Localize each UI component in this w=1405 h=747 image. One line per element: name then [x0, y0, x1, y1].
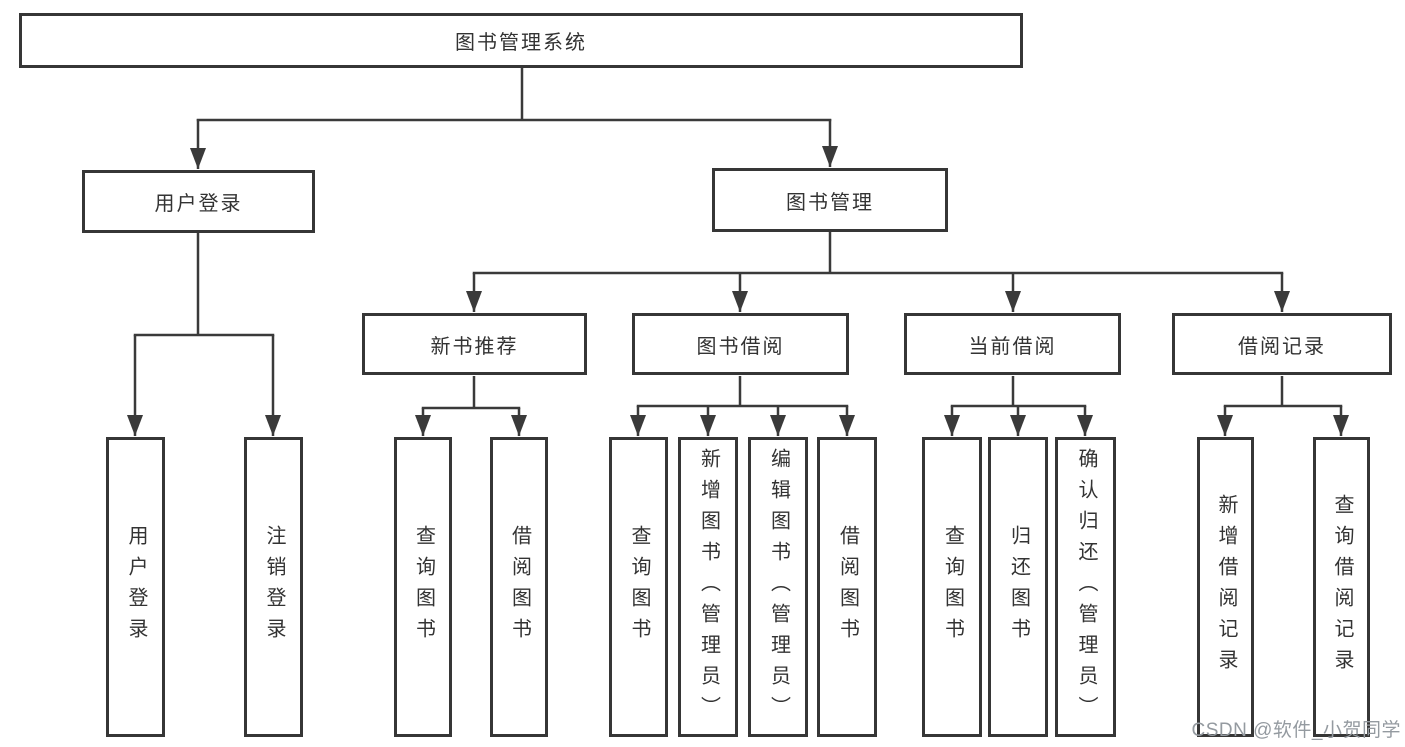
node-book-borrowing: 图书借阅	[632, 313, 849, 375]
node-book-management: 图书管理	[712, 168, 948, 232]
leaf-add-borrow-record: 新增借阅记录	[1197, 437, 1254, 737]
leaf-borrow-books-recommend: 借阅图书	[490, 437, 548, 737]
leaf-borrow-books: 借阅图书	[817, 437, 877, 737]
leaf-confirm-return-admin: 确认归还（管理员）	[1055, 437, 1116, 737]
leaf-edit-book-admin: 编辑图书（管理员）	[748, 437, 808, 737]
leaf-query-borrow-record: 查询借阅记录	[1313, 437, 1370, 737]
leaf-query-books-current: 查询图书	[922, 437, 982, 737]
node-current-borrowing: 当前借阅	[904, 313, 1121, 375]
leaf-user-login: 用户登录	[106, 437, 165, 737]
leaf-logout: 注销登录	[244, 437, 303, 737]
csdn-watermark: CSDN @软件_小贺同学	[1191, 720, 1401, 741]
node-new-book-recommendation: 新书推荐	[362, 313, 587, 375]
node-library-management-system: 图书管理系统	[19, 13, 1023, 68]
leaf-return-book: 归还图书	[988, 437, 1048, 737]
leaf-query-books-borrow: 查询图书	[609, 437, 668, 737]
leaf-query-books-recommend: 查询图书	[394, 437, 452, 737]
node-user-login: 用户登录	[82, 170, 315, 233]
leaf-add-book-admin: 新增图书（管理员）	[678, 437, 738, 737]
node-borrowing-records: 借阅记录	[1172, 313, 1392, 375]
